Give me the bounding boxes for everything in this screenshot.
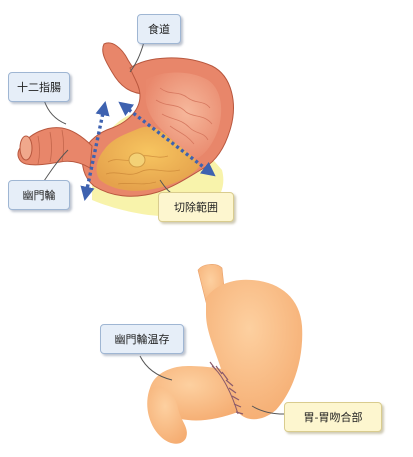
esophagus-label: 食道 [137,14,181,44]
duodenum-after [147,386,187,444]
duodenum [17,127,93,169]
duodenum-rings [37,129,64,165]
pylorus-ring [128,152,146,168]
pylorus-preserved-label: 幽門輪温存 [100,324,184,354]
stomach-before [17,42,234,217]
duodenum-opening [19,135,33,161]
resection-line-right [118,101,216,177]
resection-line-left [80,101,110,201]
stomach-after [147,264,303,444]
anastomosis-stitches [209,361,244,415]
anastomosis-label: 胃-胃吻合部 [284,402,382,432]
top-leaders [41,41,177,197]
pylorus-label: 幽門輪 [8,180,70,210]
duodenum-label: 十二指腸 [8,72,70,102]
resection-range-label: 切除範囲 [158,192,234,222]
bottom-leaders [139,355,285,415]
